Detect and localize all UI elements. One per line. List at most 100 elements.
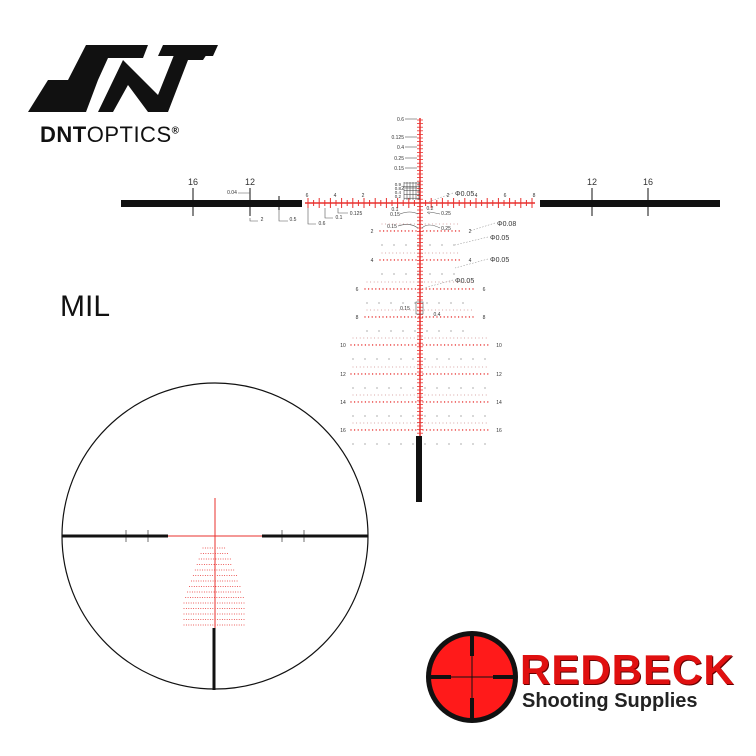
holdover-dot (487, 344, 489, 346)
reticle-label: 0.15 (390, 212, 400, 218)
holdover-dot (433, 373, 435, 375)
holdover-dot (199, 564, 201, 565)
holdover-dot (410, 394, 412, 396)
holdover-dot (209, 547, 211, 549)
holdover-dot (435, 394, 437, 396)
wind-dot (400, 358, 402, 360)
holdover-dot (243, 613, 245, 615)
holdover-dot (193, 613, 195, 615)
holdover-dot (402, 309, 404, 311)
holdover-dot (208, 586, 210, 587)
wind-dot (352, 443, 354, 445)
holdover-dot (229, 558, 231, 560)
holdover-dot (471, 394, 473, 396)
holdover-dot (457, 223, 459, 225)
holdover-dot (428, 337, 430, 339)
holdover-dot (236, 580, 238, 582)
holdover-dot (411, 401, 413, 403)
holdover-dot (364, 288, 366, 290)
holdover-dot (434, 309, 436, 311)
holdover-dot (213, 558, 215, 560)
callout-line (238, 192, 288, 222)
holdover-dot (453, 337, 455, 339)
holdover-dot (193, 580, 195, 582)
holdover-dot (454, 344, 457, 346)
holdover-dot (199, 591, 201, 593)
wind-dot (388, 358, 390, 360)
holdover-dot (426, 259, 428, 261)
holdover-dot (210, 580, 212, 582)
holdover-dot (445, 281, 447, 283)
holdover-dot (389, 401, 392, 403)
holdover-dot (487, 429, 489, 431)
holdover-dot (446, 337, 448, 339)
holdover-dot (440, 429, 442, 431)
holdover-dot (458, 230, 460, 232)
holdover-dot (421, 288, 424, 290)
wind-dot (400, 415, 402, 417)
holdover-dot (375, 373, 377, 375)
holdover-dot (202, 613, 204, 615)
holdover-dot (201, 586, 203, 587)
reticle-label: 0.4 (434, 312, 441, 318)
holdover-dot (400, 259, 403, 261)
holdover-dot (469, 344, 471, 346)
holdover-dot (408, 230, 410, 232)
holdover-dot (464, 337, 466, 339)
holdover-dot (214, 608, 216, 609)
holdover-dot (377, 366, 379, 368)
reticle-label: 0.1 (336, 215, 343, 221)
holdover-dot (389, 344, 392, 346)
holdover-dot (453, 394, 455, 396)
left-thick-post (62, 534, 168, 538)
holdover-dot (476, 373, 478, 375)
holdover-dot (479, 373, 482, 375)
holdover-dot (232, 586, 234, 587)
holdover-dot (382, 230, 385, 232)
holdover-dot (226, 575, 228, 576)
reticle-label: 4 (475, 193, 478, 199)
holdover-dot (226, 608, 228, 609)
holdover-dot (215, 586, 217, 587)
holdover-dot (443, 344, 446, 346)
holdover-dot (233, 602, 235, 604)
holdover-dot (431, 366, 433, 368)
holdover-dot (212, 547, 214, 549)
holdover-dot (482, 337, 484, 339)
holdover-dot (483, 429, 485, 431)
holdover-dot (461, 316, 463, 318)
right-thick-post (262, 534, 368, 538)
holdover-dot (385, 288, 388, 290)
wind-dot (414, 330, 416, 332)
holdover-dot (444, 259, 446, 261)
holdover-dot (214, 547, 216, 549)
reticle-label: 0.125 (350, 211, 363, 217)
holdover-dot (449, 394, 451, 396)
holdover-dot (399, 223, 401, 225)
holdover-dot (442, 223, 444, 225)
holdover-dot (223, 569, 225, 571)
holdover-dot (374, 422, 376, 424)
holdover-dot (201, 564, 203, 565)
reticle-label: 2 (362, 193, 365, 199)
holdover-dot (431, 422, 433, 424)
holdover-dot (442, 366, 444, 368)
holdover-dot (205, 553, 207, 554)
holdover-dot (415, 429, 417, 431)
holdover-dot (435, 422, 437, 424)
holdover-dot (243, 602, 245, 604)
holdover-dot (410, 422, 412, 424)
holdover-dot (217, 586, 219, 587)
holdover-dot (359, 394, 361, 396)
holdover-dot (402, 366, 404, 368)
holdover-dot (393, 259, 396, 261)
holdover-dot (470, 309, 472, 311)
row-label: 14 (340, 400, 346, 406)
holdover-dot (447, 373, 449, 375)
holdover-dot (197, 569, 199, 571)
holdover-dot (243, 608, 245, 609)
holdover-dot (224, 547, 226, 549)
holdover-dot (443, 429, 446, 431)
holdover-dot (427, 309, 429, 311)
wind-dot (426, 302, 428, 304)
